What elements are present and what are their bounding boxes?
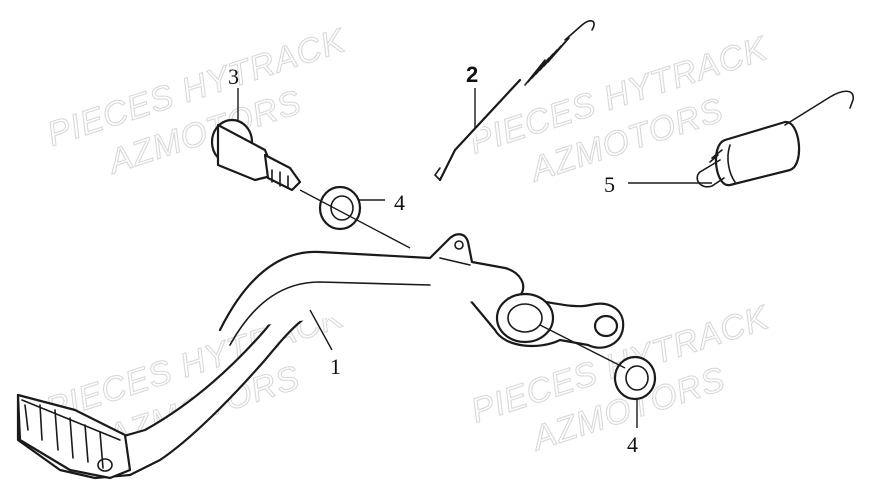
leader-4b-axis: [539, 324, 626, 369]
watermark-top-left: PIECES HYTRACK AZMOTORS: [42, 21, 351, 182]
callout-3: 3: [228, 64, 239, 89]
brake-pedal-arm: [16, 233, 625, 480]
bushing-lower: [613, 355, 657, 401]
leader-lines: [237, 88, 712, 428]
coil-spring: [696, 90, 854, 188]
callout-2: 2: [466, 62, 478, 87]
callout-1: 1: [330, 354, 341, 379]
bushing-upper: [318, 185, 362, 231]
return-spring-rod: [433, 20, 595, 182]
pivot-bolt: [210, 118, 302, 192]
leader-4a-axis: [299, 189, 411, 249]
callout-4-lower: 4: [627, 432, 638, 457]
leader-1: [309, 309, 333, 351]
callout-4-upper: 4: [394, 190, 405, 215]
callout-5: 5: [604, 172, 615, 197]
